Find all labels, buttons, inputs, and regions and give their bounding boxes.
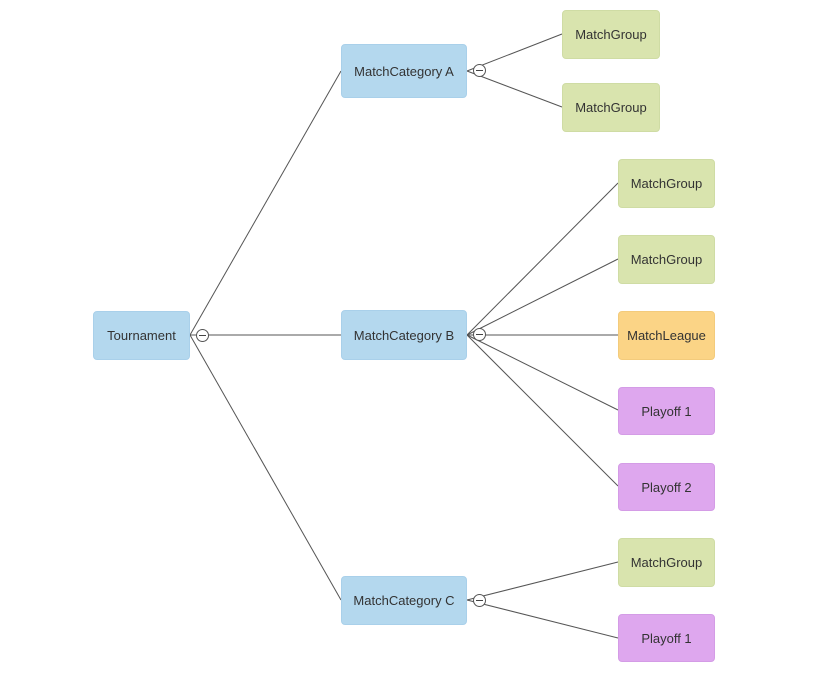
collapse-match-category-c-icon[interactable]: [473, 594, 486, 607]
node-playoff[interactable]: Playoff 1: [618, 387, 715, 435]
node-match-category-c[interactable]: MatchCategory C: [341, 576, 467, 625]
node-match-category-a[interactable]: MatchCategory A: [341, 44, 467, 98]
connector-category-b-to-group-2: [466, 258, 619, 336]
node-playoff[interactable]: Playoff 1: [618, 614, 715, 662]
connector-category-a-to-group-2: [466, 70, 563, 108]
node-playoff[interactable]: Playoff 2: [618, 463, 715, 511]
node-match-group[interactable]: MatchGroup: [562, 83, 660, 132]
collapse-tournament-icon[interactable]: [196, 329, 209, 342]
node-match-category-b[interactable]: MatchCategory B: [341, 310, 467, 360]
connector-category-b-to-playoff-2: [466, 334, 619, 487]
node-match-group[interactable]: MatchGroup: [562, 10, 660, 59]
connector-category-b-to-group-1: [466, 182, 619, 336]
connector-root-to-category-c: [189, 334, 342, 601]
collapse-match-category-a-icon[interactable]: [473, 64, 486, 77]
node-match-group[interactable]: MatchGroup: [618, 159, 715, 208]
connector-category-c-to-group-1: [466, 561, 619, 601]
node-match-group[interactable]: MatchGroup: [618, 538, 715, 587]
connector-root-to-category-a: [189, 70, 342, 336]
node-match-league[interactable]: MatchLeague: [618, 311, 715, 360]
connector-category-b-to-playoff-1: [466, 334, 619, 411]
node-tournament[interactable]: Tournament: [93, 311, 190, 360]
node-match-group[interactable]: MatchGroup: [618, 235, 715, 284]
connector-category-c-to-playoff-1: [466, 599, 619, 639]
collapse-match-category-b-icon[interactable]: [473, 328, 486, 341]
